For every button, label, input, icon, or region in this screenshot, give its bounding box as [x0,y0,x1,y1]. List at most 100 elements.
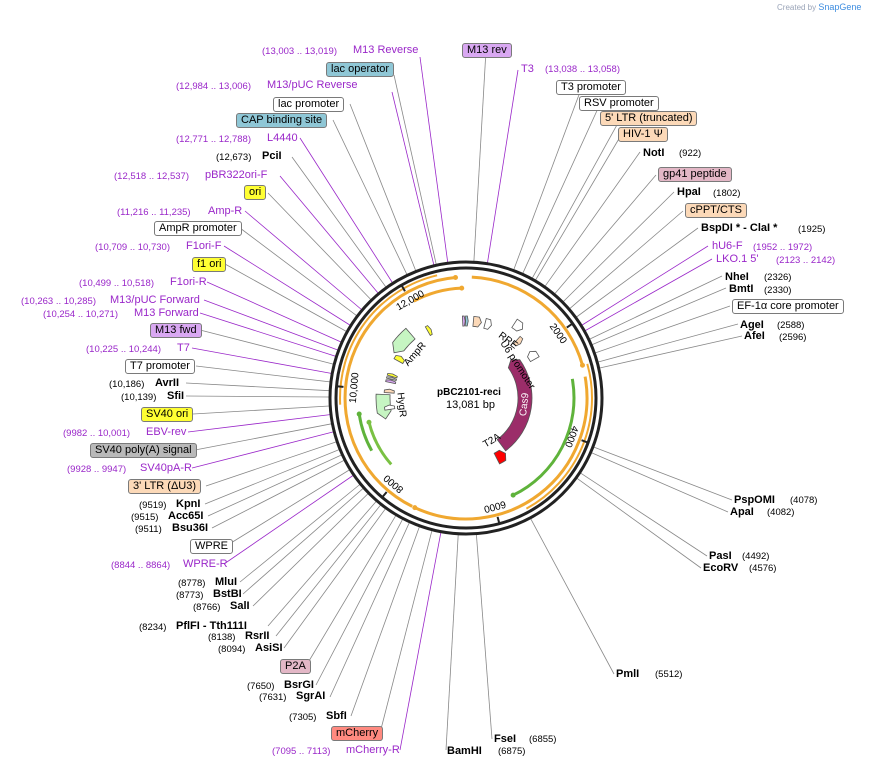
primer-t3[interactable]: T3 [521,63,534,75]
enzyme-sgrai[interactable]: SgrAI [296,690,326,702]
primer-m13-puc-reverse[interactable]: M13/pUC Reverse [267,79,358,91]
primer-f1ori-r[interactable]: F1ori-R [170,276,207,288]
enzyme-site-nhei: (2326) [764,272,792,283]
feature-ef1a-core-promoter[interactable]: EF-1α core promoter [732,299,844,314]
feature-hiv1-psi[interactable]: HIV-1 Ψ [618,127,668,142]
primer-coords-m13-puc-forward: (10,263 .. 10,285) [21,296,96,307]
enzyme-site-acc65i: (9515) [131,512,159,523]
short-feature-block [386,372,398,379]
enzyme-site-noti: (922) [679,148,702,159]
enzyme-acc65i[interactable]: Acc65I [168,510,204,522]
tick-label: 8000 [381,472,405,495]
feature-wpre[interactable]: WPRE [190,539,233,554]
enzyme-bamhi[interactable]: BamHI [447,745,482,757]
enzyme-mlui[interactable]: MluI [215,576,237,588]
enzyme-pmli[interactable]: PmlI [616,668,640,680]
enzyme-bstbi[interactable]: BstBI [213,588,242,600]
primer-m13-forward[interactable]: M13 Forward [134,307,199,319]
feature-t7-promoter[interactable]: T7 promoter [125,359,195,374]
enzyme-fsei[interactable]: FseI [494,733,517,745]
label-leader-line [299,137,393,283]
primer-l4440[interactable]: L4440 [267,132,298,144]
enzyme-bmti[interactable]: BmtI [729,283,754,295]
primer-pbr322ori-f[interactable]: pBR322ori-F [205,169,268,181]
enzyme-noti[interactable]: NotI [643,147,665,159]
label-leader-line [267,501,377,627]
label-leader-line [476,534,493,740]
primer-coords-m13-reverse: (13,003 .. 13,019) [262,46,337,57]
enzyme-asisi[interactable]: AsiSI [255,642,283,654]
feature-3-ltr-du3[interactable]: 3' LTR (ΔU3) [128,479,202,494]
feature-ori[interactable]: ori [244,185,267,200]
primer-wpre-r[interactable]: WPRE-R [183,558,228,570]
feature-p2a[interactable]: P2A [280,659,311,674]
feature-cppt-cts[interactable]: cPPT/CTS [685,203,747,218]
primer-sv40pa-r[interactable]: SV40pA-R [140,462,192,474]
primer-f1ori-f[interactable]: F1ori-F [186,240,222,252]
enzyme-bspdi-clai[interactable]: BspDI * - ClaI * [701,222,778,234]
feature-t3-promoter[interactable]: T3 promoter [556,80,626,95]
enzyme-hpai[interactable]: HpaI [677,186,701,198]
enzyme-ecorv[interactable]: EcoRV [703,562,739,574]
feature-mcherry[interactable]: mCherry [331,726,384,741]
enzyme-agei[interactable]: AgeI [740,319,764,331]
enzyme-pcii[interactable]: PciI [262,150,282,162]
label-leader-line [535,136,621,281]
enzyme-nhei[interactable]: NheI [725,271,749,283]
enzyme-apai[interactable]: ApaI [730,506,754,518]
primer-t7[interactable]: T7 [177,342,190,354]
primer-m13-reverse[interactable]: M13 Reverse [353,44,419,56]
snapgene-credit: Created by SnapGene [777,2,861,12]
primer-hu6-f[interactable]: hU6-F [712,240,743,252]
region-track-arc [471,275,584,366]
enzyme-sfii[interactable]: SfiI [167,390,185,402]
feature-sv40-ori[interactable]: SV40 ori [141,407,194,422]
enzyme-afei[interactable]: AfeI [744,330,765,342]
snapgene-logo: SnapGene [818,2,862,12]
enzyme-site-bsrgi: (7650) [247,681,275,692]
feature-gp41-peptide[interactable]: gp41 peptide [658,167,732,182]
enzyme-kpni[interactable]: KpnI [176,498,201,510]
feature-sv40-polya-signal[interactable]: SV40 poly(A) signal [90,443,197,458]
primer-m13-puc-forward[interactable]: M13/pUC Forward [110,294,200,306]
feature-cap-binding-site[interactable]: CAP binding site [236,113,328,128]
feature-lac-promoter[interactable]: lac promoter [273,97,345,112]
feature-m13-fwd[interactable]: M13 fwd [150,323,202,338]
primer-amp-r[interactable]: Amp-R [208,205,243,217]
primer-coords-f1ori-r: (10,499 .. 10,518) [79,278,154,289]
enzyme-site-agei: (2588) [777,320,805,331]
primer-mcherry-r[interactable]: mCherry-R [346,744,400,756]
primer-coords-hu6-f: (1952 .. 1972) [753,242,813,253]
feature-lac-operator[interactable]: lac operator [326,62,395,77]
enzyme-avrii[interactable]: AvrII [155,377,180,389]
plasmid-size: 13,081 bp [446,399,495,411]
enzyme-bsrgi[interactable]: BsrGI [284,679,314,691]
feature-m13-rev[interactable]: M13 rev [462,43,512,58]
tick-mark [566,322,574,329]
enzyme-site-pasi: (4492) [742,551,770,562]
enzyme-rsrii[interactable]: RsrII [245,630,270,642]
enzyme-site-bmti: (2330) [764,285,792,296]
short-feature-block [465,315,469,327]
primer-coords-m13-forward: (10,254 .. 10,271) [43,309,118,320]
label-leader-line [291,156,387,288]
label-leader-line [554,174,657,294]
enzyme-bsu36i[interactable]: Bsu36I [172,522,209,534]
enzyme-pspomi[interactable]: PspOMI [734,494,775,506]
feature-ampr-promoter[interactable]: AmpR promoter [154,221,242,236]
primer-lko1-5[interactable]: LKO.1 5' [716,253,759,265]
label-leader-line [593,446,733,501]
enzyme-sbfi[interactable]: SbfI [326,710,347,722]
enzyme-sali[interactable]: SalI [230,600,250,612]
backbone-outer-ring [328,260,604,536]
feature-5-ltr-truncated[interactable]: 5' LTR (truncated) [600,111,698,126]
label-leader-line [224,263,347,332]
feature-f1-ori[interactable]: f1 ori [192,257,227,272]
enzyme-pasi[interactable]: PasI [709,550,732,562]
enzyme-site-hpai: (1802) [713,188,741,199]
primer-ebv-rev[interactable]: EBV-rev [146,426,187,438]
region-track-arc [512,378,576,497]
enzyme-pflfi-tth111i[interactable]: PflFI - Tth111I [176,620,247,632]
feature-rsv-promoter[interactable]: RSV promoter [579,96,659,111]
